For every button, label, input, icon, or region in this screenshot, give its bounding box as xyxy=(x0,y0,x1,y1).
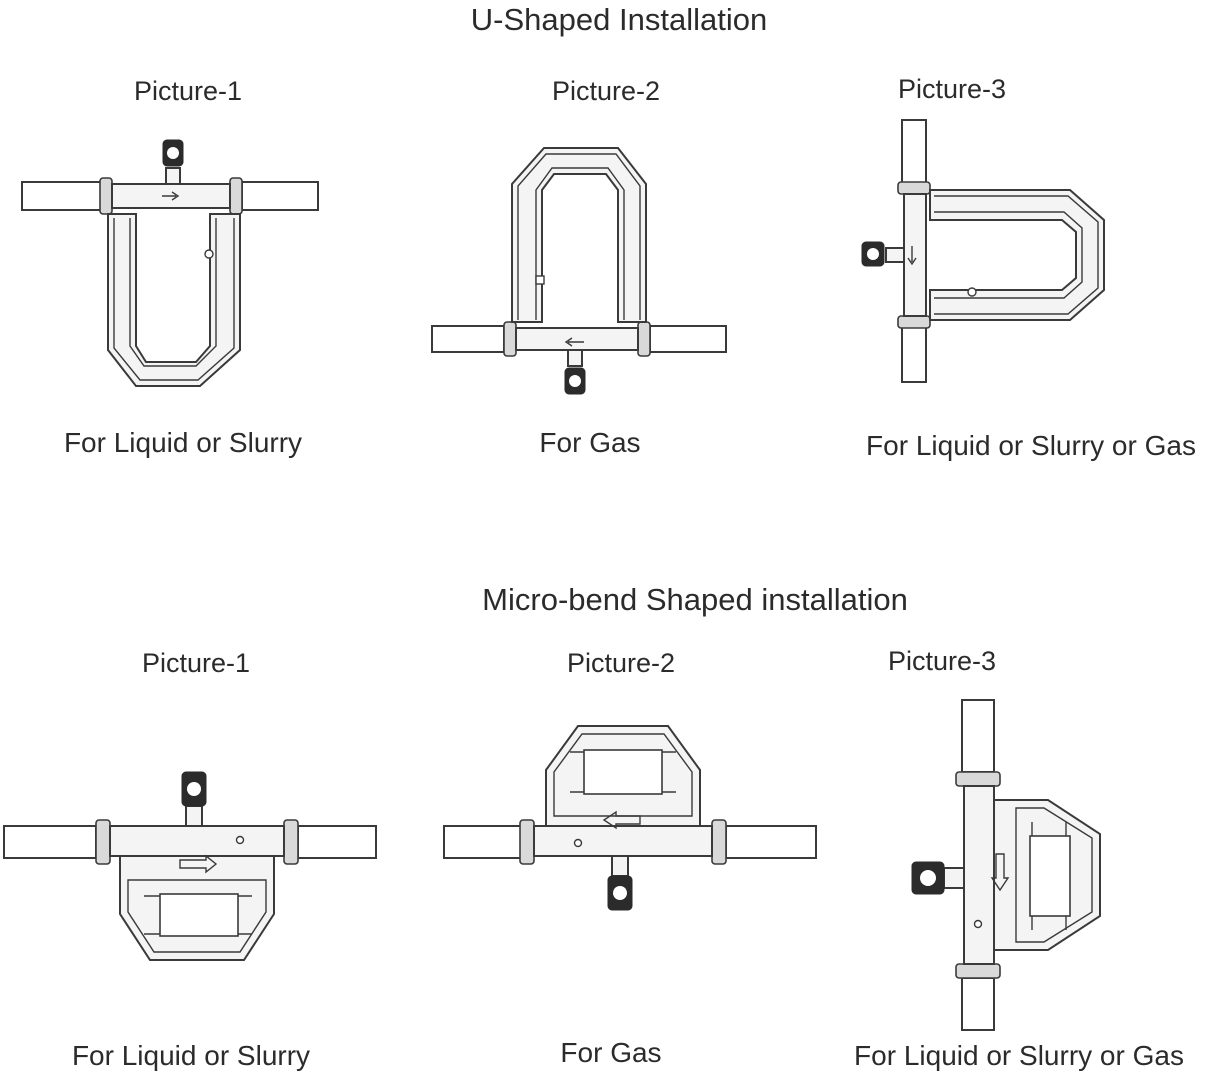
mb-picture-1-caption: For Liquid or Slurry xyxy=(71,1040,311,1071)
u-shaped-meter-picture-1 xyxy=(21,139,319,387)
mb-picture-1-label: Picture-1 xyxy=(141,648,251,678)
u-picture-3-caption: For Liquid or Slurry or Gas xyxy=(866,430,1196,461)
micro-bend-meter-picture-3 xyxy=(911,699,1101,1031)
u-picture-1-label: Picture-1 xyxy=(133,76,243,106)
u-picture-1-caption: For Liquid or Slurry xyxy=(63,427,303,458)
u-picture-2-label: Picture-2 xyxy=(551,76,661,106)
micro-bend-meter-picture-2 xyxy=(443,725,817,911)
mb-picture-3-label: Picture-3 xyxy=(887,646,997,676)
mb-picture-3-caption: For Liquid or Slurry or Gas xyxy=(854,1040,1184,1071)
u-picture-2-caption: For Gas xyxy=(539,427,641,458)
u-shaped-meter-picture-3 xyxy=(861,119,1105,383)
micro-bend-meter-picture-1 xyxy=(3,771,377,961)
u-picture-3-label: Picture-3 xyxy=(897,74,1007,104)
section-title-micro-bend: Micro-bend Shaped installation xyxy=(482,582,908,617)
section-title-u-shaped: U-Shaped Installation xyxy=(470,2,768,37)
u-shaped-meter-picture-2 xyxy=(431,147,727,395)
mb-picture-2-label: Picture-2 xyxy=(566,648,676,678)
mb-picture-2-caption: For Gas xyxy=(560,1037,662,1068)
